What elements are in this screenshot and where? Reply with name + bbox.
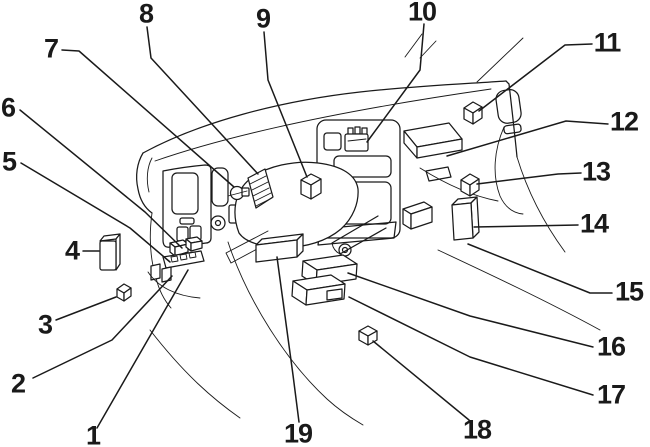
dashboard-outline xyxy=(136,33,566,309)
instrument-cluster xyxy=(162,164,229,248)
clip-7 xyxy=(227,185,250,201)
leader-line-13 xyxy=(476,172,582,185)
relay-box-15 xyxy=(402,201,433,230)
leader-line-1 xyxy=(96,269,189,429)
leader-line-7 xyxy=(61,49,235,188)
leader-line-15 xyxy=(467,243,613,294)
callout-19: 19 xyxy=(283,418,313,447)
relay-cube-9 xyxy=(300,173,322,200)
relay-box-4 xyxy=(99,233,121,271)
console-box-stack xyxy=(291,254,358,306)
leader-line-16 xyxy=(347,272,594,348)
leader-line-8 xyxy=(146,26,259,175)
callout-14: 14 xyxy=(579,208,609,239)
relay-cube-11 xyxy=(463,101,483,125)
ecu-box-19 xyxy=(255,233,304,263)
callout-12: 12 xyxy=(609,106,639,137)
callout-7: 7 xyxy=(43,33,59,64)
callout-5: 5 xyxy=(1,146,17,177)
callout-10: 10 xyxy=(407,0,437,27)
relay-box-14 xyxy=(451,196,480,241)
leader-line-2 xyxy=(32,275,173,379)
relay-cube-3 xyxy=(116,283,132,302)
callout-15: 15 xyxy=(614,276,644,307)
leader-line-6 xyxy=(19,109,183,249)
relay-cube-18 xyxy=(358,325,378,346)
leader-line-17 xyxy=(348,296,594,396)
callout-13: 13 xyxy=(581,156,611,187)
leader-line-12 xyxy=(446,120,609,157)
callout-17: 17 xyxy=(596,379,626,410)
callout-8: 8 xyxy=(138,0,154,29)
leader-line-14 xyxy=(473,224,579,228)
callout-3: 3 xyxy=(37,309,53,340)
leader-line-19 xyxy=(276,256,300,423)
callout-18: 18 xyxy=(462,414,492,445)
blower-resistor-8 xyxy=(247,168,274,209)
callout-6: 6 xyxy=(0,92,16,123)
glove-box-area xyxy=(403,89,601,331)
leader-line-11 xyxy=(478,43,593,112)
leader-line-18 xyxy=(372,340,470,421)
callout-1: 1 xyxy=(85,420,101,447)
callout-16: 16 xyxy=(596,331,626,362)
callout-11: 11 xyxy=(593,27,622,58)
fuse-box-cluster xyxy=(147,236,205,299)
leader-line-9 xyxy=(263,31,308,178)
callout-2: 2 xyxy=(10,368,26,399)
knee-bolster-curves xyxy=(149,241,364,426)
callout-4: 4 xyxy=(64,235,80,266)
leader-line-3 xyxy=(55,296,117,321)
fuse-block-10 xyxy=(344,126,369,152)
leader-line-5 xyxy=(20,162,171,263)
leader-line-10 xyxy=(366,23,425,143)
callout-9: 9 xyxy=(255,3,271,34)
relay-cube-13 xyxy=(460,173,480,197)
